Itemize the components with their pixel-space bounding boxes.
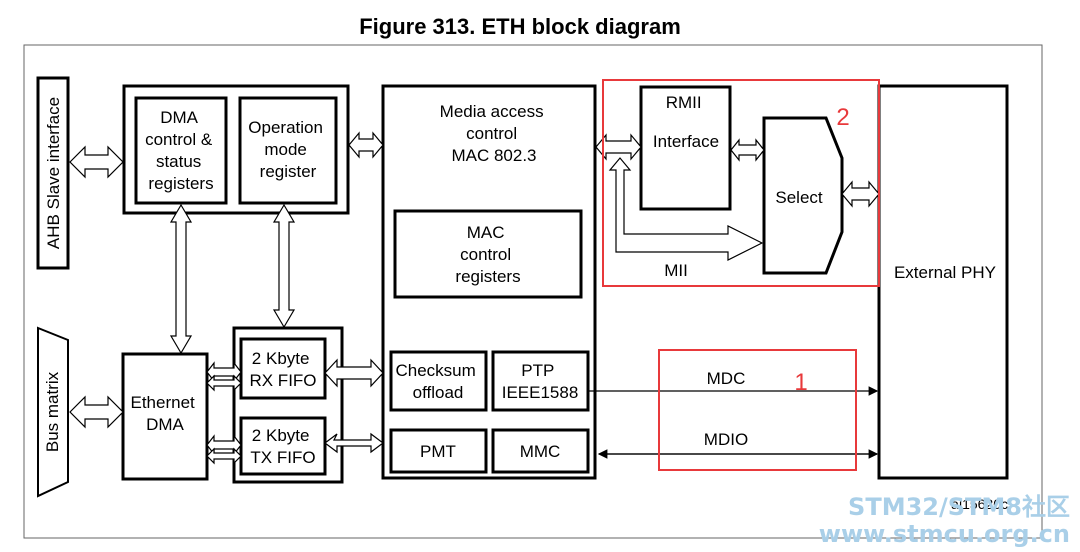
rx-fifo-block: 2 Kbyte RX FIFO (239, 337, 327, 400)
annotation-box-2 (602, 79, 880, 287)
operation-mode-label: Operation mode register (248, 118, 327, 181)
external-phy-block: External PHY (877, 84, 1009, 480)
mii-arrow (608, 157, 764, 261)
arrow-dmactrl-ethdma (169, 203, 193, 355)
mdc-label: MDC (707, 369, 746, 388)
arrow-rx-mac (324, 358, 384, 388)
operation-mode-block: Operation mode register (238, 96, 338, 205)
arrow-mac-rmii (595, 133, 642, 161)
fifo-group (232, 326, 344, 484)
checksum-label: Checksum offload (395, 361, 480, 402)
mmc-block: MMC (491, 428, 590, 474)
arrow-ahb-dma (69, 145, 124, 179)
watermark-line-2: www.stmcu.org.cn (819, 520, 1070, 548)
ptp-block: PTP IEEE1588 (491, 350, 590, 412)
dma-control-label: DMA control & status registers (145, 108, 217, 193)
rx-fifo-label: 2 Kbyte RX FIFO (249, 349, 316, 390)
ahb-label: AHB Slave interface (44, 97, 63, 249)
external-phy-label: External PHY (894, 263, 996, 282)
tx-fifo-block: 2 Kbyte TX FIFO (239, 416, 327, 476)
mac-block: Media access control MAC 802.3 (381, 84, 597, 480)
pmt-block: PMT (389, 428, 488, 474)
arrow-tx-mac (324, 432, 384, 454)
annotation-number-1: 1 (794, 369, 807, 396)
mii-label: MII (664, 261, 688, 280)
select-label: Select (775, 188, 823, 207)
arrow-select-phy (841, 180, 880, 208)
dma-register-group (122, 84, 350, 215)
ahb-slave-block: AHB Slave interface (36, 76, 70, 270)
arrow-bus-ethdma (69, 395, 124, 429)
bus-matrix-block: Bus matrix (37, 326, 69, 498)
arrow-rmii-select (730, 138, 765, 162)
ptp-label: PTP IEEE1588 (502, 361, 579, 402)
mac-control-registers-block: MAC control registers (393, 209, 583, 299)
mac-label: Media access control MAC 802.3 (440, 102, 549, 165)
arrow-opmode-fifo (272, 203, 296, 329)
select-mux-block: Select (762, 116, 844, 275)
pmt-label: PMT (420, 442, 456, 461)
outer-frame (23, 44, 1043, 539)
bus-matrix-label: Bus matrix (43, 371, 62, 452)
annotation-number-2: 2 (836, 104, 849, 131)
annotation-box-1 (658, 349, 857, 471)
arrow-ethdma-tx2 (206, 447, 242, 465)
ethernet-dma-label: Ethernet DMA (131, 393, 200, 434)
mdio-label: MDIO (704, 430, 748, 449)
figure-code: ai15620c (951, 496, 1008, 512)
rmii-interface-block: RMII Interface (639, 85, 732, 211)
mmc-label: MMC (520, 442, 561, 461)
watermark-line-1: STM32/STM8社区 (848, 493, 1070, 521)
checksum-offload-block: Checksum offload (389, 350, 488, 412)
figure-title: Figure 313. ETH block diagram (359, 14, 681, 39)
arrow-dma-mac (348, 131, 384, 159)
dma-control-block: DMA control & status registers (134, 96, 228, 205)
arrow-ethdma-rx2 (206, 374, 242, 392)
tx-fifo-label: 2 Kbyte TX FIFO (250, 426, 315, 467)
rmii-label: RMII Interface (653, 93, 719, 151)
vertical-arrows (169, 203, 296, 355)
mac-control-registers-label: MAC control registers (455, 223, 520, 286)
ethernet-dma-block: Ethernet DMA (121, 352, 209, 481)
